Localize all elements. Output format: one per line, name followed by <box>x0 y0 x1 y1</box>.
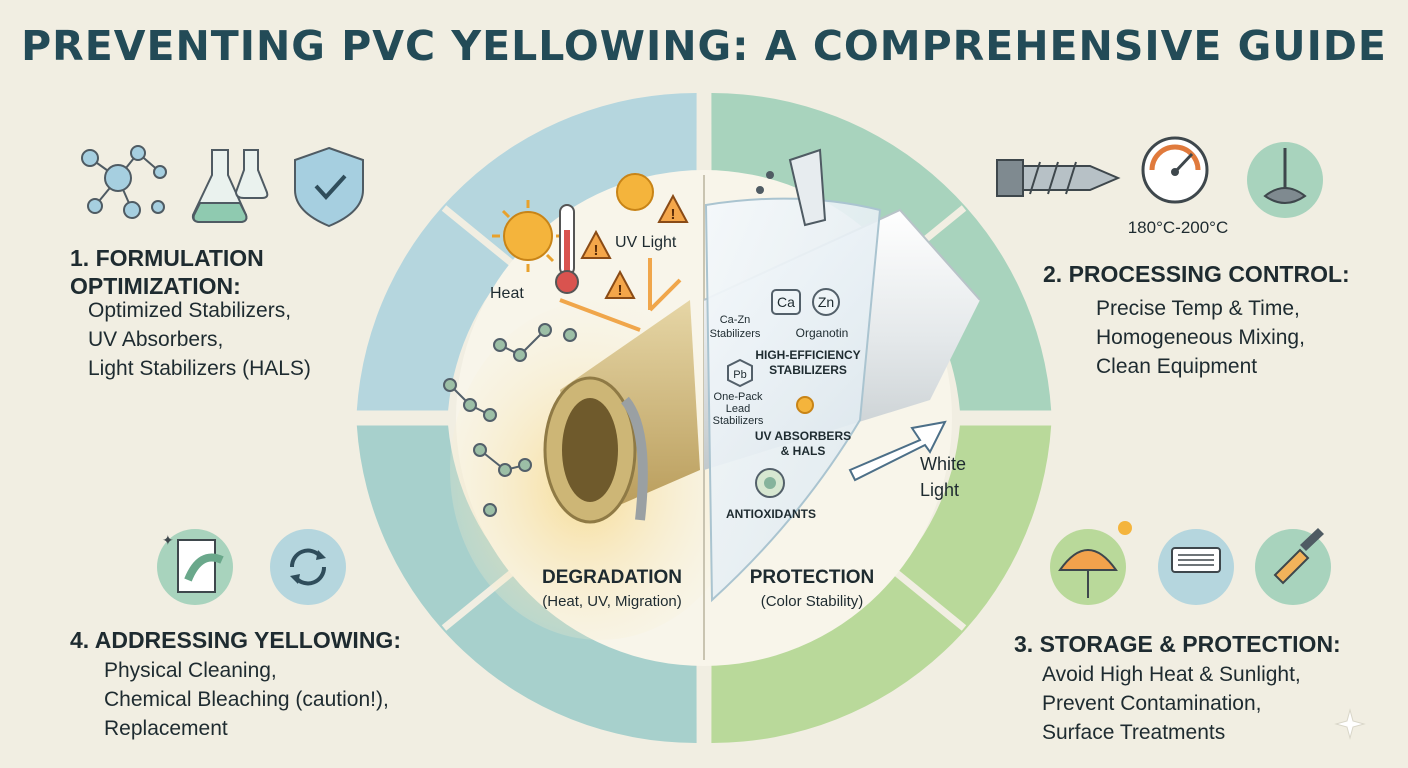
svg-text:Ca: Ca <box>777 294 795 310</box>
molecule-fragments <box>443 323 577 517</box>
warning-icon: ! ! ! <box>580 193 689 299</box>
svg-text:White: White <box>920 454 966 474</box>
gauge-icon <box>1141 136 1209 204</box>
mixer-icon <box>1247 142 1323 218</box>
storage-items: Avoid High Heat & Sunlight, Prevent Cont… <box>1042 663 1301 744</box>
svg-text:!: ! <box>618 282 623 299</box>
svg-text:Light: Light <box>920 480 959 500</box>
paintbrush-icon <box>1255 528 1331 605</box>
formulation-heading: 1. FORMULATION OPTIMIZATION: <box>70 245 264 299</box>
protection-subtitle: (Color Stability) <box>761 593 864 610</box>
svg-text:!: ! <box>594 242 599 259</box>
page-title: PREVENTING PVC YELLOWING: A COMPREHENSIV… <box>21 22 1387 70</box>
lead-label-2: Lead <box>726 403 750 415</box>
thermometer-icon <box>555 204 579 294</box>
degraded-pipe <box>543 300 700 524</box>
white-light-arrow: White Light <box>848 420 966 500</box>
svg-text:Zn: Zn <box>818 294 834 310</box>
lead-label-1: One-Pack <box>714 391 763 403</box>
heat-sun-icon <box>492 200 564 272</box>
high-eff-label-2: STABILIZERS <box>769 363 847 377</box>
svg-text:✦: ✦ <box>162 532 174 548</box>
svg-text:Pb: Pb <box>733 369 746 381</box>
refresh-icon <box>270 529 346 605</box>
cazn-label-2: Stabilizers <box>710 328 761 340</box>
shield-check-icon <box>294 146 364 228</box>
processing-items: Precise Temp & Time, Homogeneous Mixing,… <box>1096 297 1305 378</box>
addressing-heading: 4. ADDRESSING YELLOWING: <box>70 627 401 653</box>
processing-heading: 2. PROCESSING CONTROL: <box>1043 261 1350 287</box>
lead-label-3: Stabilizers <box>713 415 764 427</box>
screw-extruder-icon <box>996 159 1121 197</box>
small-sun-icon <box>796 396 814 414</box>
protection-title: PROTECTION <box>750 567 875 588</box>
umbrella-icon <box>1050 521 1132 605</box>
cazn-label-1: Ca-Zn <box>720 314 751 326</box>
organotin-label: Organotin <box>796 326 849 340</box>
filter-icon <box>756 148 827 227</box>
light-arrows <box>559 258 682 332</box>
temperature-label: 180°C-200°C <box>1128 218 1229 237</box>
antioxidant-icon <box>755 468 785 498</box>
degradation-title: DEGRADATION <box>542 567 682 588</box>
molecule-icon <box>81 145 167 219</box>
high-eff-label-1: HIGH-EFFICIENCY <box>755 348 860 362</box>
sparkle-icon <box>1334 708 1366 740</box>
heat-label: Heat <box>490 285 524 302</box>
uv-abs-label-1: UV ABSORBERS <box>755 429 851 443</box>
degradation-subtitle: (Heat, UV, Migration) <box>542 593 682 610</box>
uv-abs-label-2: & HALS <box>781 444 826 458</box>
formulation-items: Optimized Stabilizers, UV Absorbers, Lig… <box>88 299 311 380</box>
ca-zn-badges: Ca Zn Pb <box>727 288 840 388</box>
uv-light-label: UV Light <box>615 234 677 251</box>
uv-sun-icon <box>616 173 654 211</box>
cleaning-cloth-icon: ✦ <box>157 529 233 605</box>
svg-text:!: ! <box>671 206 676 223</box>
antioxidants-label: ANTIOXIDANTS <box>726 507 816 521</box>
air-conditioner-icon <box>1158 529 1234 605</box>
addressing-items: Physical Cleaning, Chemical Bleaching (c… <box>104 659 389 740</box>
storage-heading: 3. STORAGE & PROTECTION: <box>1014 631 1341 657</box>
flask-icon <box>191 149 269 223</box>
